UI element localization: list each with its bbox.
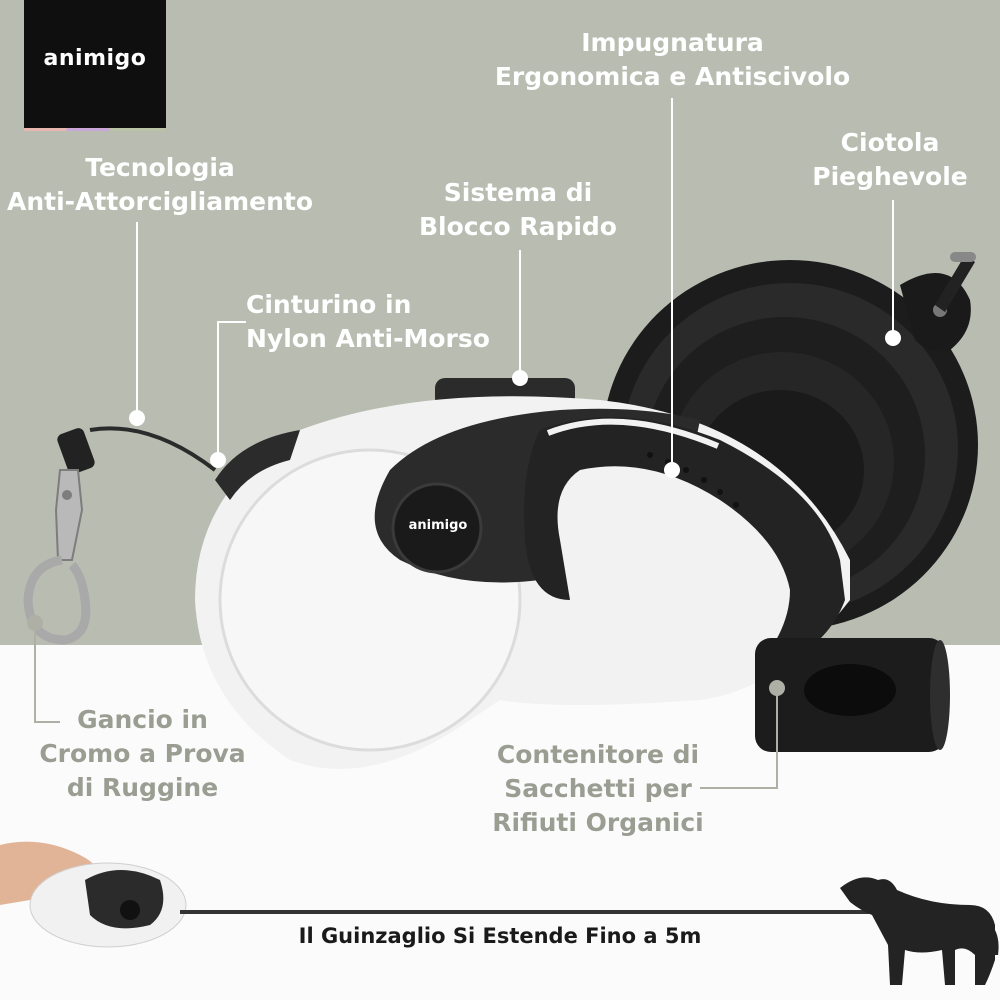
dog-icon [840,877,999,985]
callout-dots-bottom [27,615,785,696]
hand-holding-leash-icon [0,841,187,948]
brand-logo-text: animigo [43,46,147,71]
callout-lines-top [136,98,894,468]
logo-stripe [24,128,166,131]
brand-logo: animigo [24,0,166,128]
leash-device [195,378,950,769]
callout-dots-top [129,330,901,478]
device-logo-text: animigo [408,518,468,533]
leash-strap [57,426,217,474]
callout-lines-bottom [34,625,778,789]
footer-text: Il Guinzaglio Si Estende Fino a 5m [298,924,702,948]
chrome-hook-icon [23,469,91,645]
